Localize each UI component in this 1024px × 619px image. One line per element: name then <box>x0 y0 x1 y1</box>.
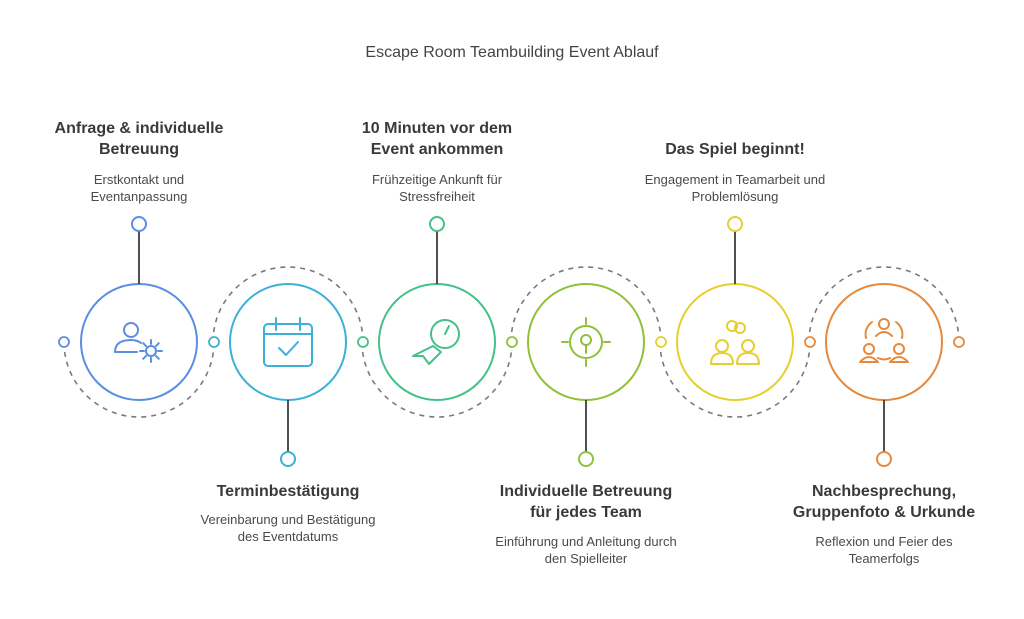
step-title-line: Das Spiel beginnt! <box>665 141 805 158</box>
step-anchor-dot <box>578 451 594 467</box>
user-gear-icon <box>114 322 163 363</box>
step-description-line: des Eventdatums <box>237 529 339 544</box>
connector-dot <box>357 336 369 348</box>
step-description-line: Engagement in Teamarbeit und <box>644 172 826 187</box>
clock-plane-icon <box>412 319 460 365</box>
step-anchor-dot <box>280 451 296 467</box>
step-description: Einführung und Anleitung durch den Spiell… <box>476 533 696 567</box>
group-discussion-icon <box>859 318 909 363</box>
step-title: Individuelle Betreuung für jedes Team <box>476 481 696 523</box>
step-title: Nachbesprechung, Gruppenfoto & Urkunde <box>774 481 994 523</box>
connector-dot <box>506 336 518 348</box>
step-circle <box>378 283 496 401</box>
step-title-line: Terminbestätigung <box>216 483 360 500</box>
step-description-line: Problemlösung <box>691 189 779 204</box>
step-node <box>80 216 198 401</box>
step-title: Terminbestätigung <box>178 481 398 502</box>
step-description: Vereinbarung und Bestätigung des Eventdat… <box>178 511 398 545</box>
step-circle <box>825 283 943 401</box>
step-description-line: Frühzeitige Ankunft für <box>371 172 503 187</box>
step-node <box>676 216 794 401</box>
dashed-arc <box>361 341 513 418</box>
dashed-arc <box>63 341 215 418</box>
step-node <box>378 216 496 401</box>
step-description-line: Einführung und Anleitung durch <box>495 534 677 549</box>
step-node <box>229 283 347 467</box>
step-description-line: Vereinbarung und Bestätigung <box>200 512 376 527</box>
step-anchor-dot <box>429 216 445 232</box>
step-anchor-dot <box>131 216 147 232</box>
step-title-line: Individuelle Betreuung <box>499 483 673 500</box>
step-description-line: den Spielleiter <box>544 551 628 566</box>
connector-dot <box>655 336 667 348</box>
dashed-arc <box>808 266 960 343</box>
step-anchor-dot <box>727 216 743 232</box>
dashed-arc <box>212 266 364 343</box>
step-title-line: Betreuung <box>99 141 179 158</box>
connector-dot <box>804 336 816 348</box>
step-circle <box>676 283 794 401</box>
step-circle <box>527 283 645 401</box>
step-description-line: Erstkontakt und <box>93 172 185 187</box>
step-node <box>527 283 645 467</box>
step-description-line: Reflexion und Feier des <box>815 534 953 549</box>
step-title-line: Event ankommen <box>370 141 504 158</box>
dashed-arc <box>510 266 662 343</box>
step-title-line: Gruppenfoto & Urkunde <box>792 504 976 521</box>
team-puzzle-icon <box>710 320 760 365</box>
step-circle <box>229 283 347 401</box>
step-description-line: Stressfreiheit <box>399 189 475 204</box>
step-anchor-dot <box>876 451 892 467</box>
step-title: Das Spiel beginnt! <box>625 139 845 160</box>
step-description-line: Eventanpassung <box>90 189 188 204</box>
step-description-line: Teamerfolgs <box>848 551 920 566</box>
step-title-line: Nachbesprechung, <box>811 483 957 500</box>
step-title-line: Anfrage & individuelle <box>54 120 224 137</box>
step-node <box>825 283 943 467</box>
calendar-check-icon <box>263 317 313 367</box>
connector-dot <box>208 336 220 348</box>
dashed-arc <box>659 341 811 418</box>
diagram-title: Escape Room Teambuilding Event Ablauf <box>365 44 659 61</box>
connector-dot <box>953 336 965 348</box>
step-title-line: für jedes Team <box>530 504 642 521</box>
connector-dot <box>58 336 70 348</box>
step-title-line: 10 Minuten vor dem <box>361 120 513 137</box>
target-key-icon <box>561 317 611 367</box>
dashed-connector-arcs <box>63 266 960 418</box>
